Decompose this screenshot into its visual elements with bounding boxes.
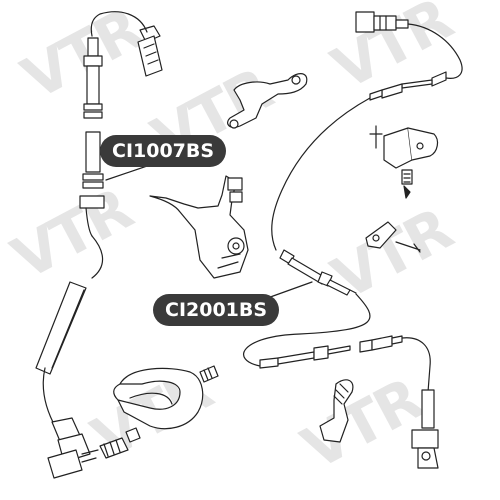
part-code-callout: CI2001BS — [153, 294, 280, 326]
right-bracket — [369, 125, 439, 199]
mounting-bracket — [149, 175, 249, 279]
part-code-callout: CI1007BS — [100, 135, 227, 167]
sensor-cable-right — [243, 11, 463, 469]
upper-bracket — [227, 73, 308, 129]
small-plate — [365, 221, 421, 253]
cable-clip — [319, 379, 354, 443]
sensor-cable-left — [35, 11, 163, 479]
cable-clamp — [113, 365, 219, 430]
